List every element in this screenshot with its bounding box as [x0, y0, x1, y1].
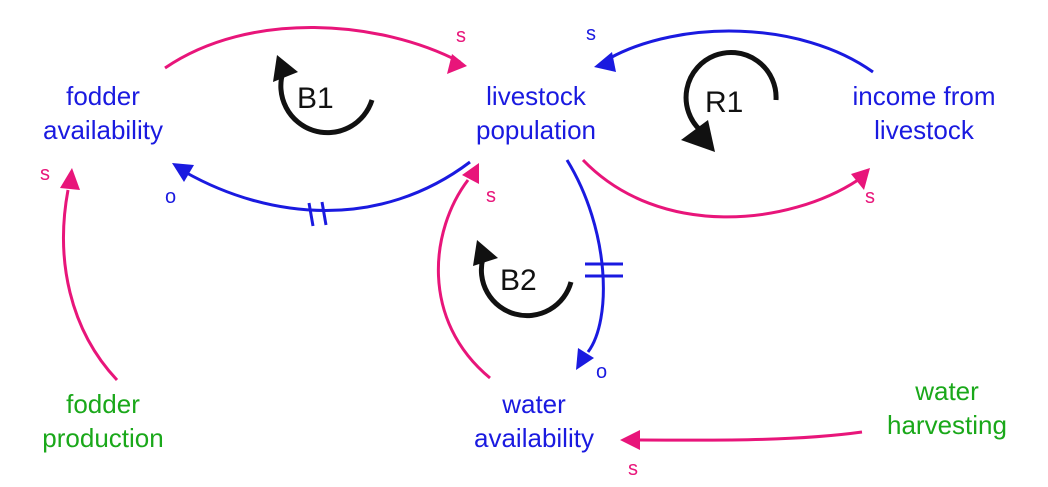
- polarity-livestock-to-income: s: [865, 186, 875, 208]
- polarity-harvesting-to-water: s: [628, 458, 638, 480]
- link-livestock-to-fodder: [184, 160, 471, 212]
- loop-label-b2: B2: [500, 264, 537, 297]
- delay-mark: [320, 201, 328, 226]
- link-water-to-livestock: [437, 179, 491, 380]
- node-label-line: fodder: [66, 389, 140, 419]
- node-fodder-production: fodder production: [42, 389, 163, 453]
- node-water-harvesting: water harvesting: [887, 376, 1007, 440]
- arrowhead: [576, 348, 594, 370]
- polarity-fodder-production-to-fodder: s: [40, 163, 50, 185]
- node-label-line: income from: [852, 81, 995, 111]
- node-label-line: fodder: [66, 81, 140, 111]
- link-livestock-to-income: [581, 158, 859, 219]
- delay-mark: [307, 202, 315, 227]
- node-label-line: production: [42, 423, 163, 453]
- polarity-livestock-to-fodder: o: [165, 186, 176, 208]
- link-fodder-production-to-fodder-availability: [62, 189, 119, 382]
- link-fodder-to-livestock: [164, 26, 461, 70]
- node-label-line: water: [501, 389, 566, 419]
- polarity-fodder-to-livestock: s: [456, 25, 466, 47]
- node-label-line: population: [476, 115, 596, 145]
- node-label-line: harvesting: [887, 410, 1007, 440]
- node-label-line: livestock: [486, 81, 587, 111]
- node-label-line: availability: [474, 423, 594, 453]
- polarity-livestock-to-water: o: [596, 361, 607, 383]
- link-harvesting-to-water: [639, 430, 863, 442]
- loop-arrowhead: [273, 55, 298, 82]
- loop-marker-b2: B2: [473, 240, 574, 319]
- loop-label-b1: B1: [297, 82, 334, 115]
- node-income-from-livestock: income from livestock: [852, 81, 995, 145]
- link-income-to-livestock: [609, 29, 874, 74]
- loop-label-r1: R1: [705, 86, 743, 119]
- node-label-line: water: [914, 376, 979, 406]
- node-label-line: availability: [43, 115, 163, 145]
- arrowhead: [594, 52, 616, 72]
- polarity-income-to-livestock: s: [586, 23, 596, 45]
- loop-arrowhead: [681, 120, 715, 152]
- node-water-availability: water availability: [474, 389, 594, 453]
- node-livestock-population: livestock population: [476, 81, 596, 145]
- arrowhead: [620, 430, 640, 450]
- node-label-line: livestock: [874, 115, 975, 145]
- loop-arrowhead: [473, 240, 498, 266]
- arrowhead: [60, 168, 80, 190]
- arrowhead: [172, 163, 194, 182]
- loop-marker-b1: B1: [273, 55, 375, 136]
- loop-marker-r1: R1: [681, 50, 779, 152]
- arrowhead: [851, 168, 870, 190]
- link-livestock-to-water: [565, 159, 605, 353]
- arrowhead: [462, 163, 479, 184]
- node-fodder-availability: fodder availability: [43, 81, 163, 145]
- polarity-water-to-livestock: s: [486, 185, 496, 207]
- arrowhead: [447, 54, 467, 74]
